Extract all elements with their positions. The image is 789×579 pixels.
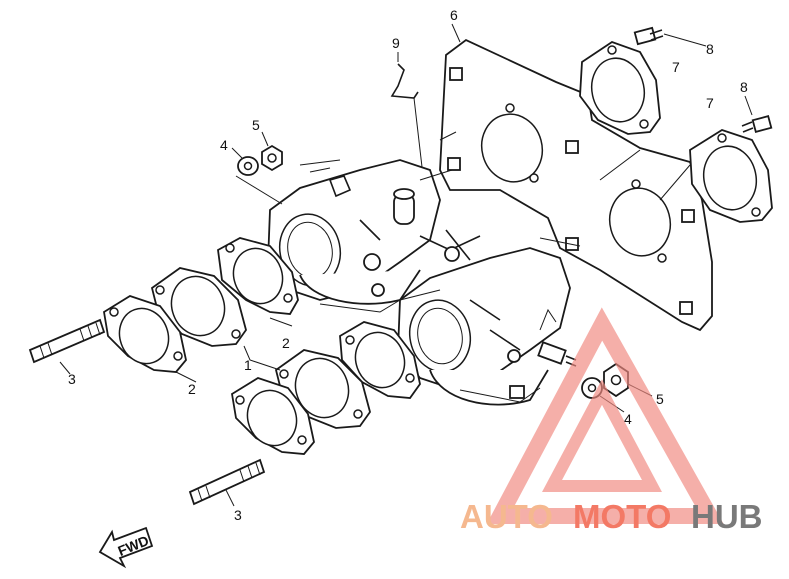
- callout-3-lower: 3: [234, 507, 242, 523]
- washer-4-upper: [231, 147, 259, 176]
- callout-5-upper: 5: [252, 117, 260, 133]
- callout-8-upper: 8: [706, 41, 714, 57]
- gasket-7-lower: [689, 129, 773, 223]
- bolt-8-upper: [633, 26, 707, 47]
- callout-9: 9: [392, 35, 400, 51]
- callout-2-upper: 2: [282, 335, 290, 351]
- gasket-2-lower: [231, 377, 315, 455]
- mounting-plate: [439, 38, 713, 332]
- nut-5-upper: [261, 131, 283, 172]
- fwd-label: FWD: [116, 532, 152, 559]
- callout-4-upper: 4: [220, 137, 228, 153]
- stud-3-upper: [28, 318, 106, 375]
- callout-3-upper: 3: [68, 371, 76, 387]
- insulator-1-upper: [150, 267, 247, 347]
- gasket-leaders: [175, 317, 293, 383]
- callout-5-lower: 5: [656, 391, 664, 407]
- callout-8-right: 8: [740, 79, 748, 95]
- fwd-arrow: FWD: [98, 526, 154, 569]
- watermark-text-hub: HUB: [691, 498, 763, 535]
- watermark-text-moto: MOTO: [573, 498, 671, 535]
- callout-6: 6: [450, 7, 458, 23]
- gasket-2-upper: [217, 237, 299, 315]
- callout-7-upper: 7: [672, 59, 680, 75]
- bolt-8-right: [741, 95, 773, 133]
- callout-2-lower: 2: [188, 381, 196, 397]
- callout-7-right: 7: [706, 95, 714, 111]
- callout-labels: 1 2 2 3 3 4 4 5 5 6 7 7 8 8 9: [68, 7, 748, 523]
- leader-lines: [235, 23, 581, 301]
- watermark-text-auto: AUTO: [460, 498, 553, 535]
- callout-1: 1: [244, 357, 252, 373]
- gasket-2-left: [103, 295, 187, 373]
- gasket-7-upper: [579, 41, 661, 135]
- watermark-logo: AUTO MOTO HUB: [460, 307, 763, 535]
- callout-4-lower: 4: [624, 411, 632, 427]
- carburetor-assembly: [267, 159, 577, 406]
- stud-3-lower: [188, 458, 266, 507]
